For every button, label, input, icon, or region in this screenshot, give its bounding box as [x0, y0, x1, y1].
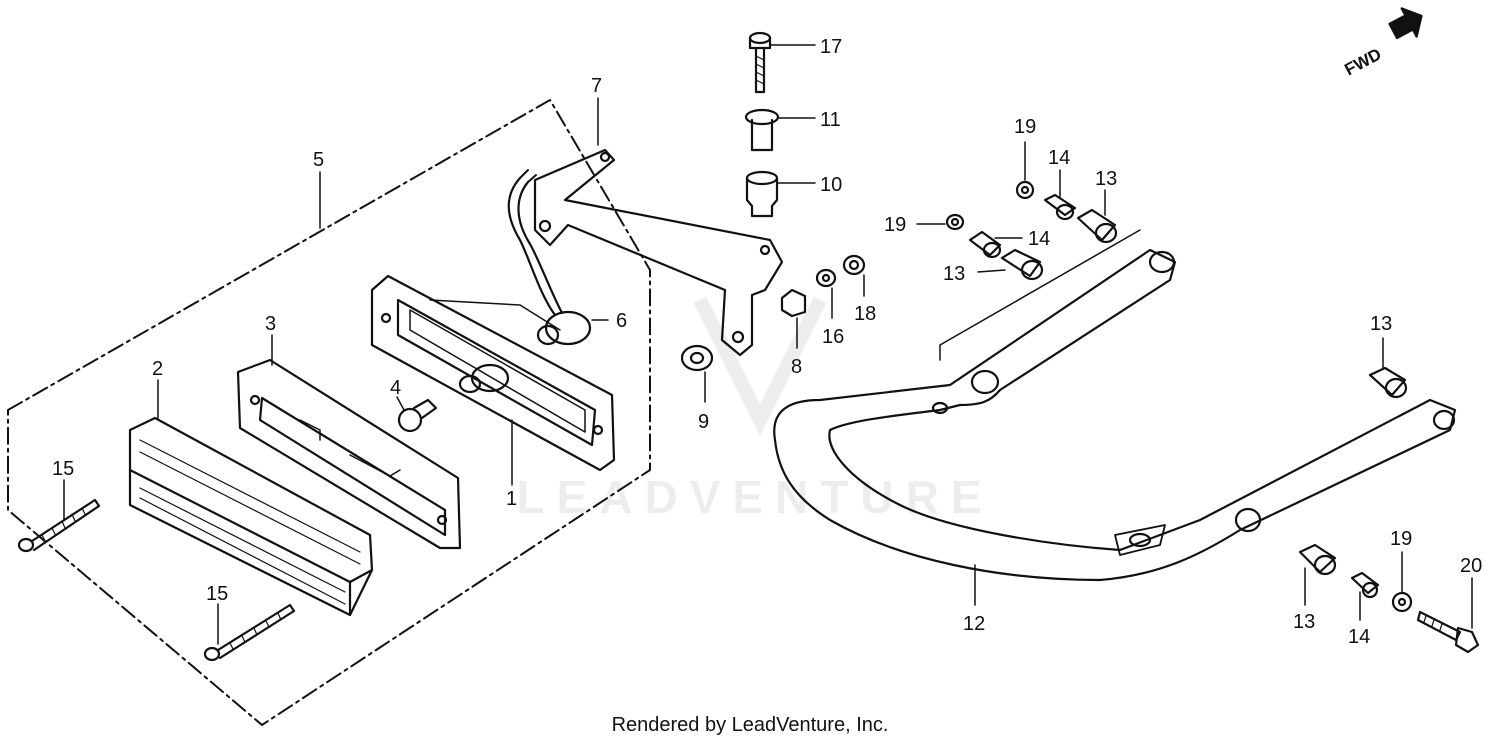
callout-13-upper: 13	[1095, 168, 1117, 190]
leader-13b	[977, 269, 1006, 273]
screw-15a	[17, 498, 101, 553]
callout-14-lower: 14	[1348, 626, 1370, 648]
bushing-13c	[1368, 366, 1408, 399]
watermark-text: LEADVENTURE	[516, 471, 994, 523]
callout-1: 1	[506, 488, 517, 510]
direction-label: FWD	[1341, 44, 1384, 79]
callout-19-mid: 19	[884, 214, 906, 236]
callout-4: 4	[390, 377, 401, 399]
washer-19c	[1391, 591, 1413, 613]
watermark-logo	[693, 296, 827, 436]
callout-9: 9	[698, 411, 709, 433]
socket-wire-harness	[507, 169, 592, 346]
callout-3: 3	[265, 313, 276, 335]
spacer-14c	[1350, 571, 1380, 599]
leader-4	[396, 396, 405, 411]
callout-13-mid: 13	[943, 263, 965, 285]
light-bracket	[533, 148, 784, 357]
part-8	[780, 288, 807, 318]
grab-rail	[773, 229, 1457, 582]
bushing-13b	[1000, 248, 1044, 281]
washer-19b	[945, 213, 965, 231]
callout-13-right: 13	[1370, 313, 1392, 335]
callout-19-lower: 19	[1390, 528, 1412, 550]
callout-14-mid: 14	[1028, 228, 1050, 250]
callout-15-upper: 15	[52, 458, 74, 480]
callout-6: 6	[616, 310, 627, 332]
spacer-14b	[968, 230, 1002, 259]
callout-10: 10	[820, 174, 842, 196]
screw-15b	[203, 603, 296, 662]
callout-7: 7	[591, 75, 602, 97]
callout-17: 17	[820, 36, 842, 58]
callout-12: 12	[963, 613, 985, 635]
washer-16	[815, 268, 837, 288]
callout-13-lower: 13	[1293, 611, 1315, 633]
bolt-20	[1416, 610, 1480, 654]
tail-light-lens	[128, 416, 374, 617]
bushing-13a	[1076, 208, 1118, 244]
bolt-17	[748, 31, 772, 94]
assembly-boundary	[7, 99, 651, 726]
nut-18	[842, 254, 866, 276]
callout-18: 18	[854, 303, 876, 325]
grommet-9	[680, 344, 714, 372]
collar-11	[744, 108, 780, 152]
callout-11: 11	[820, 109, 841, 131]
washer-19a	[1015, 180, 1035, 200]
footer-credit: Rendered by LeadVenture, Inc.	[611, 714, 889, 736]
spacer-14a	[1043, 193, 1077, 221]
callout-5: 5	[313, 149, 324, 171]
bulb	[397, 398, 438, 433]
lens-gasket	[236, 358, 462, 550]
callout-16: 16	[822, 326, 844, 348]
tail-light-housing	[370, 274, 616, 472]
bushing-13d	[1298, 543, 1337, 576]
callout-20: 20	[1460, 555, 1482, 577]
bulb-socket	[458, 363, 510, 394]
callout-2: 2	[152, 358, 163, 380]
arrow-right-icon	[1388, 7, 1423, 40]
callout-19-upper: 19	[1014, 116, 1036, 138]
callout-14-upper: 14	[1048, 147, 1070, 169]
callout-15-lower: 15	[206, 583, 228, 605]
callout-8: 8	[791, 356, 802, 378]
grommet-10	[745, 170, 779, 218]
